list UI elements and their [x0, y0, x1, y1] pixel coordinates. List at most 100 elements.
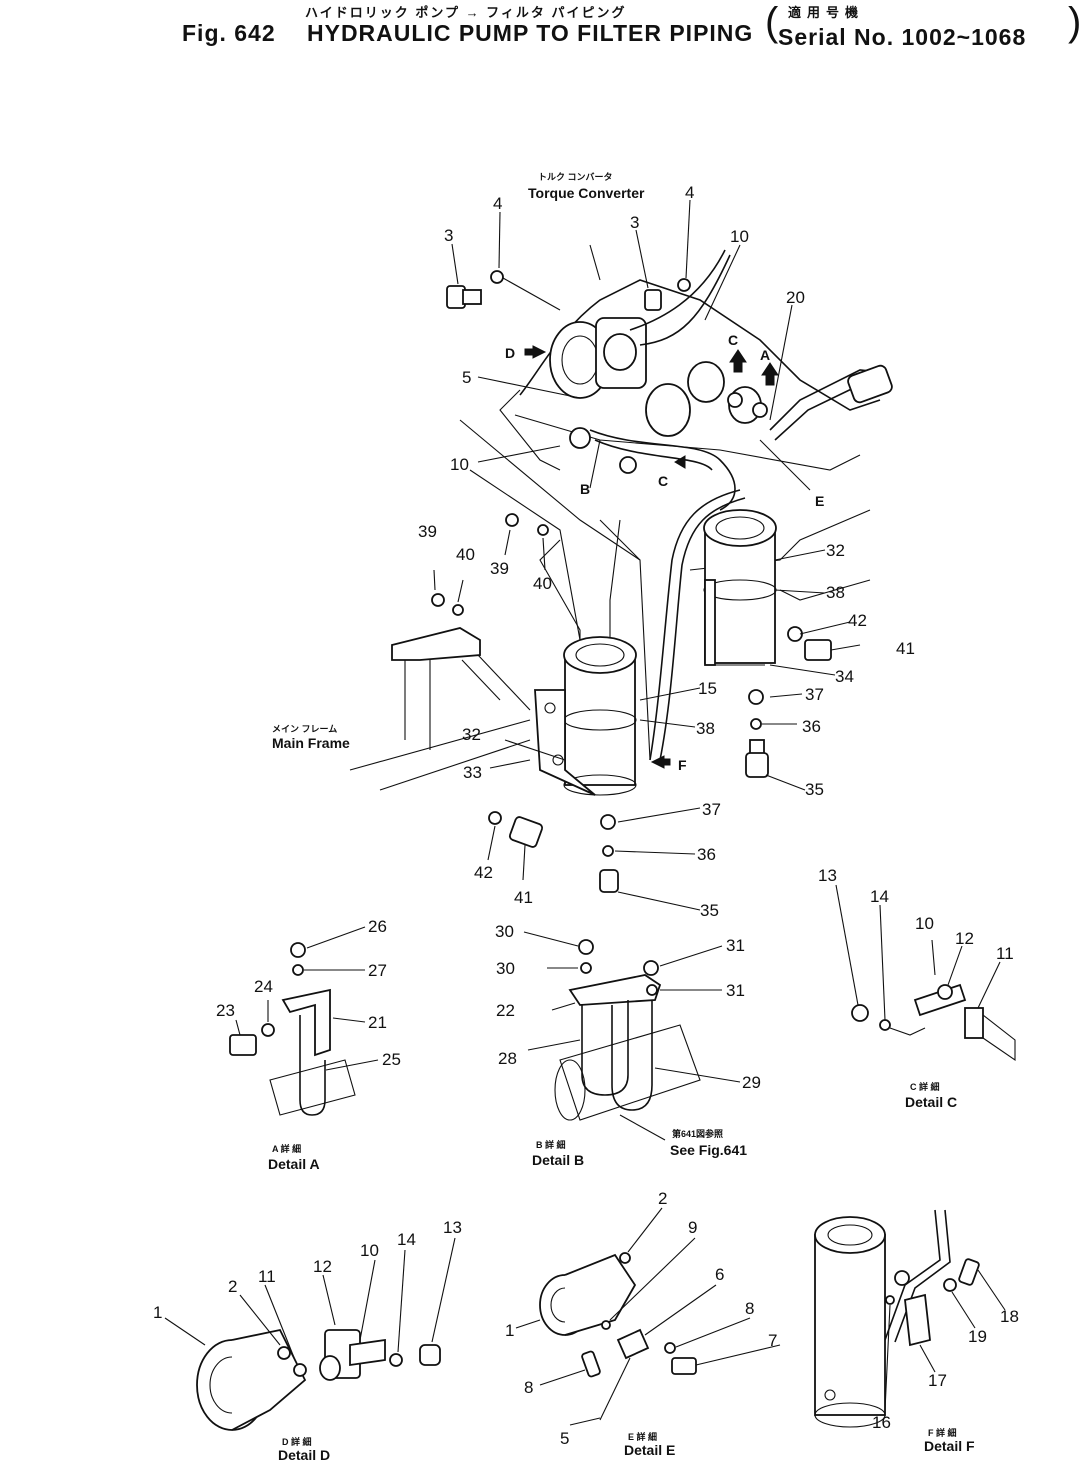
detail-a-labels: 26 27 21 24 23 25 A 詳 細 Detail A — [216, 917, 401, 1172]
u-bolt-28 — [581, 1000, 629, 1096]
callout: 40 — [533, 574, 552, 593]
callout: 32 — [462, 725, 481, 744]
nut-26 — [290, 942, 306, 958]
torque-converter-label: Torque Converter — [528, 185, 645, 201]
detail-e — [515, 1207, 781, 1426]
callout: 22 — [496, 1001, 515, 1020]
callout: 10 — [450, 455, 469, 474]
callout: 24 — [254, 977, 273, 996]
leader-lines-main — [433, 199, 861, 911]
nut-30-right — [643, 960, 659, 976]
callout: 7 — [768, 1331, 777, 1350]
detail-d — [164, 1237, 456, 1431]
callout: 20 — [786, 288, 805, 307]
washer-14-c — [879, 1019, 891, 1031]
callout: 40 — [456, 545, 475, 564]
callout: 28 — [498, 1049, 517, 1068]
callout: 30 — [496, 959, 515, 978]
arrow-a — [761, 362, 779, 386]
callout: 32 — [826, 541, 845, 560]
bolt-18 — [958, 1258, 980, 1286]
callout: 8 — [745, 1299, 754, 1318]
see-fig-jp-label: 第641図参照 — [672, 1128, 723, 1139]
bolt-3-right — [644, 289, 662, 311]
figure-label: Fig. 642 — [182, 20, 276, 46]
callout: 14 — [397, 1230, 416, 1249]
callout: 11 — [996, 944, 1014, 963]
main-frame-plate — [391, 627, 481, 661]
callout: 1 — [505, 1321, 514, 1340]
main-callouts: 3 4 3 4 10 20 5 10 39 40 39 40 32 38 42 … — [418, 183, 915, 920]
detail-b-labels: 30 31 30 31 22 28 29 B 詳 細 Detail B — [495, 922, 761, 1168]
right-parenthesis: ) — [1068, 0, 1082, 44]
callout: 38 — [696, 719, 715, 738]
callout: 5 — [560, 1429, 569, 1448]
detail-f-jp: F 詳 細 — [928, 1427, 957, 1438]
washer-14-d — [389, 1353, 403, 1367]
detail-c-jp: C 詳 細 — [910, 1081, 940, 1092]
callout: 5 — [462, 368, 471, 387]
callout: 31 — [726, 981, 745, 1000]
main-assembly — [349, 199, 893, 911]
serial-japanese: 適用号機 — [788, 5, 865, 20]
bolt-35-right — [745, 752, 769, 778]
main-frame-label: Main Frame — [272, 735, 350, 751]
detail-a-title: Detail A — [268, 1156, 320, 1172]
bracket-22 — [568, 974, 662, 1006]
washer-31-left — [580, 962, 592, 974]
serial-range: Serial No. 1002~1068 — [778, 24, 1027, 50]
left-parenthesis: ( — [765, 0, 779, 44]
callout: 18 — [1000, 1307, 1019, 1326]
detail-c — [835, 884, 1016, 1062]
callout: 2 — [228, 1277, 237, 1296]
callout: 4 — [493, 194, 502, 213]
washer-4-left — [490, 270, 504, 284]
arrow-f — [650, 755, 671, 769]
callout: 19 — [968, 1327, 987, 1346]
arrow-d-label: D — [505, 345, 515, 361]
filter-left — [534, 636, 637, 796]
callout: 10 — [730, 227, 749, 246]
detail-b-jp: B 詳 細 — [536, 1139, 566, 1150]
callout: 23 — [216, 1001, 235, 1020]
detail-c-labels: 13 14 10 12 11 C 詳 細 Detail C — [818, 866, 1014, 1110]
arrow-c-label: C — [728, 332, 738, 348]
callout: 34 — [835, 667, 854, 686]
detail-d-jp: D 詳 細 — [282, 1436, 312, 1447]
bolt-13-c — [851, 1004, 869, 1022]
callout: 39 — [418, 522, 437, 541]
washer-27 — [292, 964, 304, 976]
bracket-21 — [281, 988, 331, 1057]
callout: 36 — [802, 717, 821, 736]
arrow-c2-label: C — [658, 473, 668, 489]
arrow-a-label: A — [760, 347, 770, 363]
callout: 41 — [514, 888, 533, 907]
callout: 4 — [685, 183, 694, 202]
callout: 13 — [443, 1218, 462, 1237]
detail-f — [814, 1209, 1006, 1428]
callout: 17 — [928, 1371, 947, 1390]
callout: 35 — [805, 780, 824, 799]
bolt-13-d — [419, 1344, 441, 1366]
callout: 37 — [805, 685, 824, 704]
washer-37-right — [748, 689, 764, 705]
detail-b — [523, 931, 741, 1141]
washer-2-e — [619, 1252, 631, 1264]
u-bolt-25 — [299, 1015, 326, 1116]
main-frame-jp-label: メイン フレーム — [272, 724, 337, 734]
nut-39-left — [431, 593, 445, 607]
callout: 42 — [848, 611, 867, 630]
bolt-41-right — [804, 639, 832, 661]
detail-c-title: Detail C — [905, 1094, 957, 1110]
washer-31-right — [646, 984, 658, 996]
elbow-10-d — [349, 1338, 386, 1367]
washer-4-right — [677, 278, 691, 292]
bolt-23 — [229, 1034, 257, 1056]
callout: 12 — [955, 929, 974, 948]
callout: 42 — [474, 863, 493, 882]
detail-e-title: Detail E — [624, 1442, 675, 1458]
filter-f — [814, 1234, 886, 1416]
detail-d-title: Detail D — [278, 1447, 330, 1463]
callout: 6 — [715, 1265, 724, 1284]
